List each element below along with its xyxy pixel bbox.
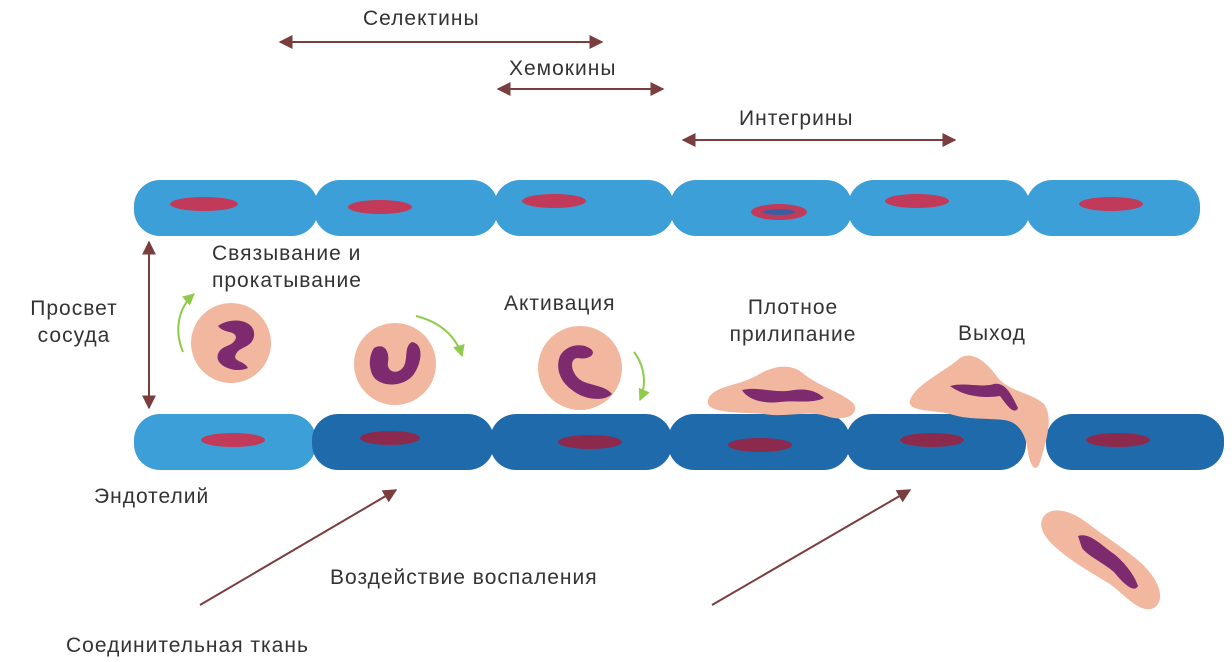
selectins-label: Селектины: [363, 6, 480, 31]
nucleus: [728, 438, 792, 452]
nucleus: [348, 200, 412, 214]
leukocyte-binding: [191, 303, 271, 383]
leukocyte-rolling: [354, 323, 436, 405]
binding-label-line1: Связывание и: [212, 241, 361, 266]
lumen-label-line2: сосуда: [10, 323, 138, 348]
nucleus: [522, 194, 586, 208]
rolling-arrow: [634, 352, 644, 400]
leukocyte-adherent: [708, 367, 855, 419]
bottom-endothelium: [134, 414, 1224, 470]
nucleus-inner: [763, 209, 795, 215]
nucleus: [885, 194, 949, 208]
nucleus: [900, 433, 964, 447]
lumen-label-line1: Просвет: [10, 296, 138, 321]
chemokines-label: Хемокины: [509, 56, 616, 81]
adhesion-label-line2: прилипание: [718, 322, 868, 347]
leukocyte-activated: [538, 326, 622, 410]
activation-label: Активация: [504, 291, 616, 316]
connective-tissue-label: Соединительная ткань: [66, 633, 309, 658]
inflammation-label: Воздействие воспаления: [330, 565, 598, 590]
top-endothelium: [134, 180, 1200, 236]
nucleus: [1079, 197, 1143, 211]
integrins-label: Интегрины: [739, 106, 854, 131]
endothelial-cell: [848, 180, 1030, 236]
inflammation-arrow: [712, 490, 910, 605]
nucleus: [558, 435, 622, 449]
nucleus: [360, 431, 420, 445]
leukocyte-in-tissue: [1041, 510, 1160, 609]
binding-label-line2: прокатывание: [212, 268, 362, 293]
exit-label: Выход: [958, 321, 1026, 346]
endothelial-cell: [494, 180, 674, 236]
adhesion-label-line1: Плотное: [718, 295, 868, 320]
endothelium-label: Эндотелий: [94, 484, 209, 509]
nucleus: [170, 197, 238, 211]
nucleus: [1086, 433, 1150, 447]
nucleus: [201, 433, 265, 447]
